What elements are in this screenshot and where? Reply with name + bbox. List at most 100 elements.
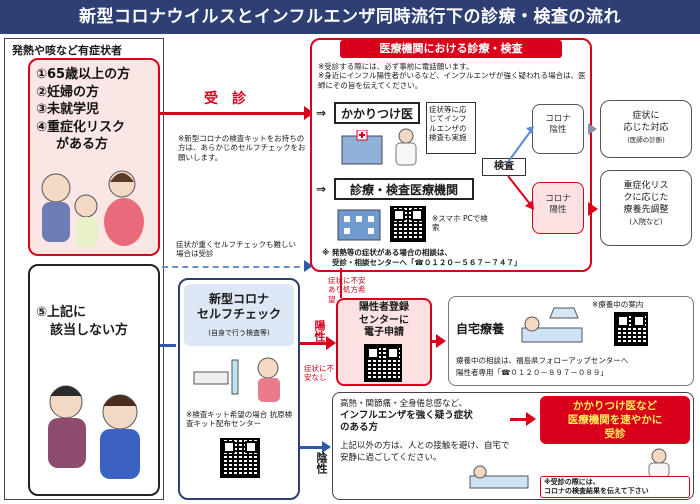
positive-arrow-head xyxy=(326,336,336,350)
positive-result-line-2: 陽性 xyxy=(549,204,567,215)
selfcheck-subtitle: (自身で行う検査等) xyxy=(208,329,270,337)
medical-note-2: ※身近にインフル陽性者がいるなど、インフルエンザが強く疑われる場合は、医師にその… xyxy=(318,71,586,90)
dotted-note: 症状が重くセルフチェックも難しい場合は受診 xyxy=(176,240,296,259)
positive-result-label: コロナ 陽性 xyxy=(532,194,584,215)
register-arrow xyxy=(432,340,440,343)
negative-result-line-1: コロナ xyxy=(545,114,571,124)
high-risk-illustration xyxy=(41,170,144,247)
neg-response-arrow xyxy=(588,123,597,135)
negative-line-3: のある方 xyxy=(340,422,379,433)
advice-note: ※受診の際には、 コロナの検査結果を伝えて下さい xyxy=(544,478,688,496)
symptomatic-header: 発熱や咳など有症状者 xyxy=(12,44,122,57)
positive-arrow xyxy=(300,342,330,345)
symptomatic-panel xyxy=(4,38,164,500)
kit-note: ※新型コロナの検査キットをお持ちの方は、あらかじめセルフチェックをお願いします。 xyxy=(178,134,306,162)
response-neg-line-2: 応じた対応 xyxy=(623,123,669,133)
risk-item-4b: がある方 xyxy=(56,137,109,152)
advice-note-line-1: ※受診の際には、 xyxy=(544,478,600,486)
test-kit-illustration xyxy=(193,357,280,402)
response-pos-line-4: (入院など) xyxy=(629,218,663,226)
home-care-label: 自宅療養 xyxy=(456,322,505,336)
risk-item-1: ①65歳以上の方 xyxy=(36,67,131,82)
negative-label: 陰性 xyxy=(315,452,328,474)
hotline-number: 受診・相談センターへ「☎０１２０－５６７－７４７」 xyxy=(332,258,522,267)
positive-label: 陽性 xyxy=(313,320,326,342)
home-guide-qr-icon[interactable] xyxy=(614,312,648,346)
advice-doctor-icon xyxy=(648,448,670,478)
risk-item-3: ③未就学児 xyxy=(36,102,100,117)
hotline-note: ※ 発熱等の症状がある場合の相談は、 xyxy=(322,248,452,257)
negative-result-box xyxy=(532,104,584,154)
need-rx-note: 症状に不安あり処方希望 xyxy=(328,276,366,304)
advice-line-3: 受診 xyxy=(604,428,626,440)
pos-response-arrow xyxy=(588,202,598,216)
response-pos-box xyxy=(600,170,692,246)
medical-notes: ※受診する際には、必ず事前に電話願います。 ※身近にインフル陽性者がいるなど、イ… xyxy=(318,62,588,90)
home-consult: 療養中の相談は、福島県フォローアップセンターへ xyxy=(456,356,629,365)
negative-line-2: インフルエンザを強く疑う症状 xyxy=(340,410,473,421)
risk-item-2: ②妊婦の方 xyxy=(36,84,100,100)
medical-institution-header: 医療機関における診療・検査 xyxy=(340,40,562,58)
medical-note-1: ※受診する際には、必ず事前に電話願います。 xyxy=(318,62,474,71)
register-line-1: 陽性者登録 xyxy=(359,302,409,313)
kit-center-qr-icon[interactable] xyxy=(220,438,260,478)
response-neg-line-3: (医師の診断) xyxy=(627,136,665,144)
dotted-arrow xyxy=(162,266,310,268)
smartphone-note: ※スマホ PCで検索 xyxy=(432,214,488,233)
consult-label: 受 診 xyxy=(204,91,246,107)
selfcheck-title-line-2: セルフチェック xyxy=(196,307,281,321)
other-group-line-1: ⑤上記に xyxy=(36,305,87,320)
home-guide-note: ※療養中の案内 xyxy=(592,300,644,309)
negative-arrow xyxy=(300,446,324,449)
doctor-icon xyxy=(395,128,417,166)
advice-arrow xyxy=(510,418,528,421)
advice-text: かかりつけ医など 医療機関を速やかに 受診 xyxy=(540,399,690,441)
selfcheck-note: ※検査キット希望の場合 抗原検査キット配布センター xyxy=(186,410,293,429)
negative-text: 高熱・関節痛・全身倦怠感など、 インフルエンザを強く疑う症状 のある方 上記以外… xyxy=(340,398,516,464)
clinic-search-qr-icon[interactable] xyxy=(390,206,426,242)
register-line-3: 電子申請 xyxy=(364,327,404,338)
rest-bed-illustration xyxy=(469,465,529,489)
kakaritsuke-arrow-sym: ⇒ xyxy=(316,106,327,120)
positive-result-line-1: コロナ xyxy=(545,194,571,204)
kakaritsuke-note: 症状等に応じてインフルエンザの検査も実施 xyxy=(426,102,476,154)
advice-note-line-2: コロナの検査結果を伝えて下さい xyxy=(544,487,649,495)
advice-box xyxy=(540,396,690,444)
consult-arrow xyxy=(160,112,310,115)
other-group-label: ⑤上記に 該当しない方 xyxy=(36,304,128,340)
high-risk-list: ①65歳以上の方 ②妊婦の方 ③未就学児 ④重症化リスク がある方 xyxy=(36,66,130,154)
register-qr-icon[interactable] xyxy=(364,344,402,382)
selfcheck-title-line-1: 新型コロナ xyxy=(208,292,269,306)
negative-line-1: 高熱・関節痛・全身倦怠感など、 xyxy=(340,399,468,409)
negative-arrow-head xyxy=(322,441,331,453)
clinic-arrow-sym: ⇒ xyxy=(316,182,327,196)
advice-line-2: 医療機関を速やかに xyxy=(567,414,663,426)
advice-note-box xyxy=(540,476,690,498)
bed-illustration xyxy=(521,307,583,343)
negative-result-line-2: 陰性 xyxy=(549,124,567,135)
negative-result-label: コロナ 陰性 xyxy=(532,114,584,135)
selfcheck-title: 新型コロナ セルフチェック xyxy=(184,292,294,322)
positive-result-box xyxy=(532,182,584,234)
selfcheck-title-box xyxy=(184,284,294,346)
consult-arrow-head xyxy=(304,106,314,120)
clinic-label: 診療・検査医療機関 xyxy=(334,178,474,200)
rx-up-arrow xyxy=(340,268,342,298)
home-hotline: 陽性者専用「☎０１２０－８９７－０８９」 xyxy=(456,368,608,377)
hospital-icon xyxy=(337,209,381,241)
clinic-building-icon xyxy=(341,130,383,165)
negative-line-4: 上記以外の方は、人との接触を避け、自宅で安静に過ごしてください。 xyxy=(340,441,510,463)
response-pos-line-3: 療養先調整 xyxy=(623,205,669,215)
page-title: 新型コロナウイルスとインフルエンザ同時流行下の診療・検査の流れ xyxy=(0,0,700,34)
response-neg-box xyxy=(600,100,692,158)
response-pos-line-2: クに応じた xyxy=(623,193,669,203)
no-worry-note: 症状に不安なし xyxy=(304,364,334,383)
dotted-arrow-head xyxy=(304,260,313,272)
register-line-2: センターに xyxy=(359,314,409,326)
risk-item-4: ④重症化リスク xyxy=(36,119,126,135)
kakaritsuke-label: かかりつけ医 xyxy=(334,102,420,124)
advice-line-1: かかりつけ医など xyxy=(572,400,658,412)
register-center-text: 陽性者登録 センターに 電子申請 xyxy=(336,302,432,340)
group2-arrow xyxy=(160,344,176,347)
test-label: 検査 xyxy=(482,158,526,176)
